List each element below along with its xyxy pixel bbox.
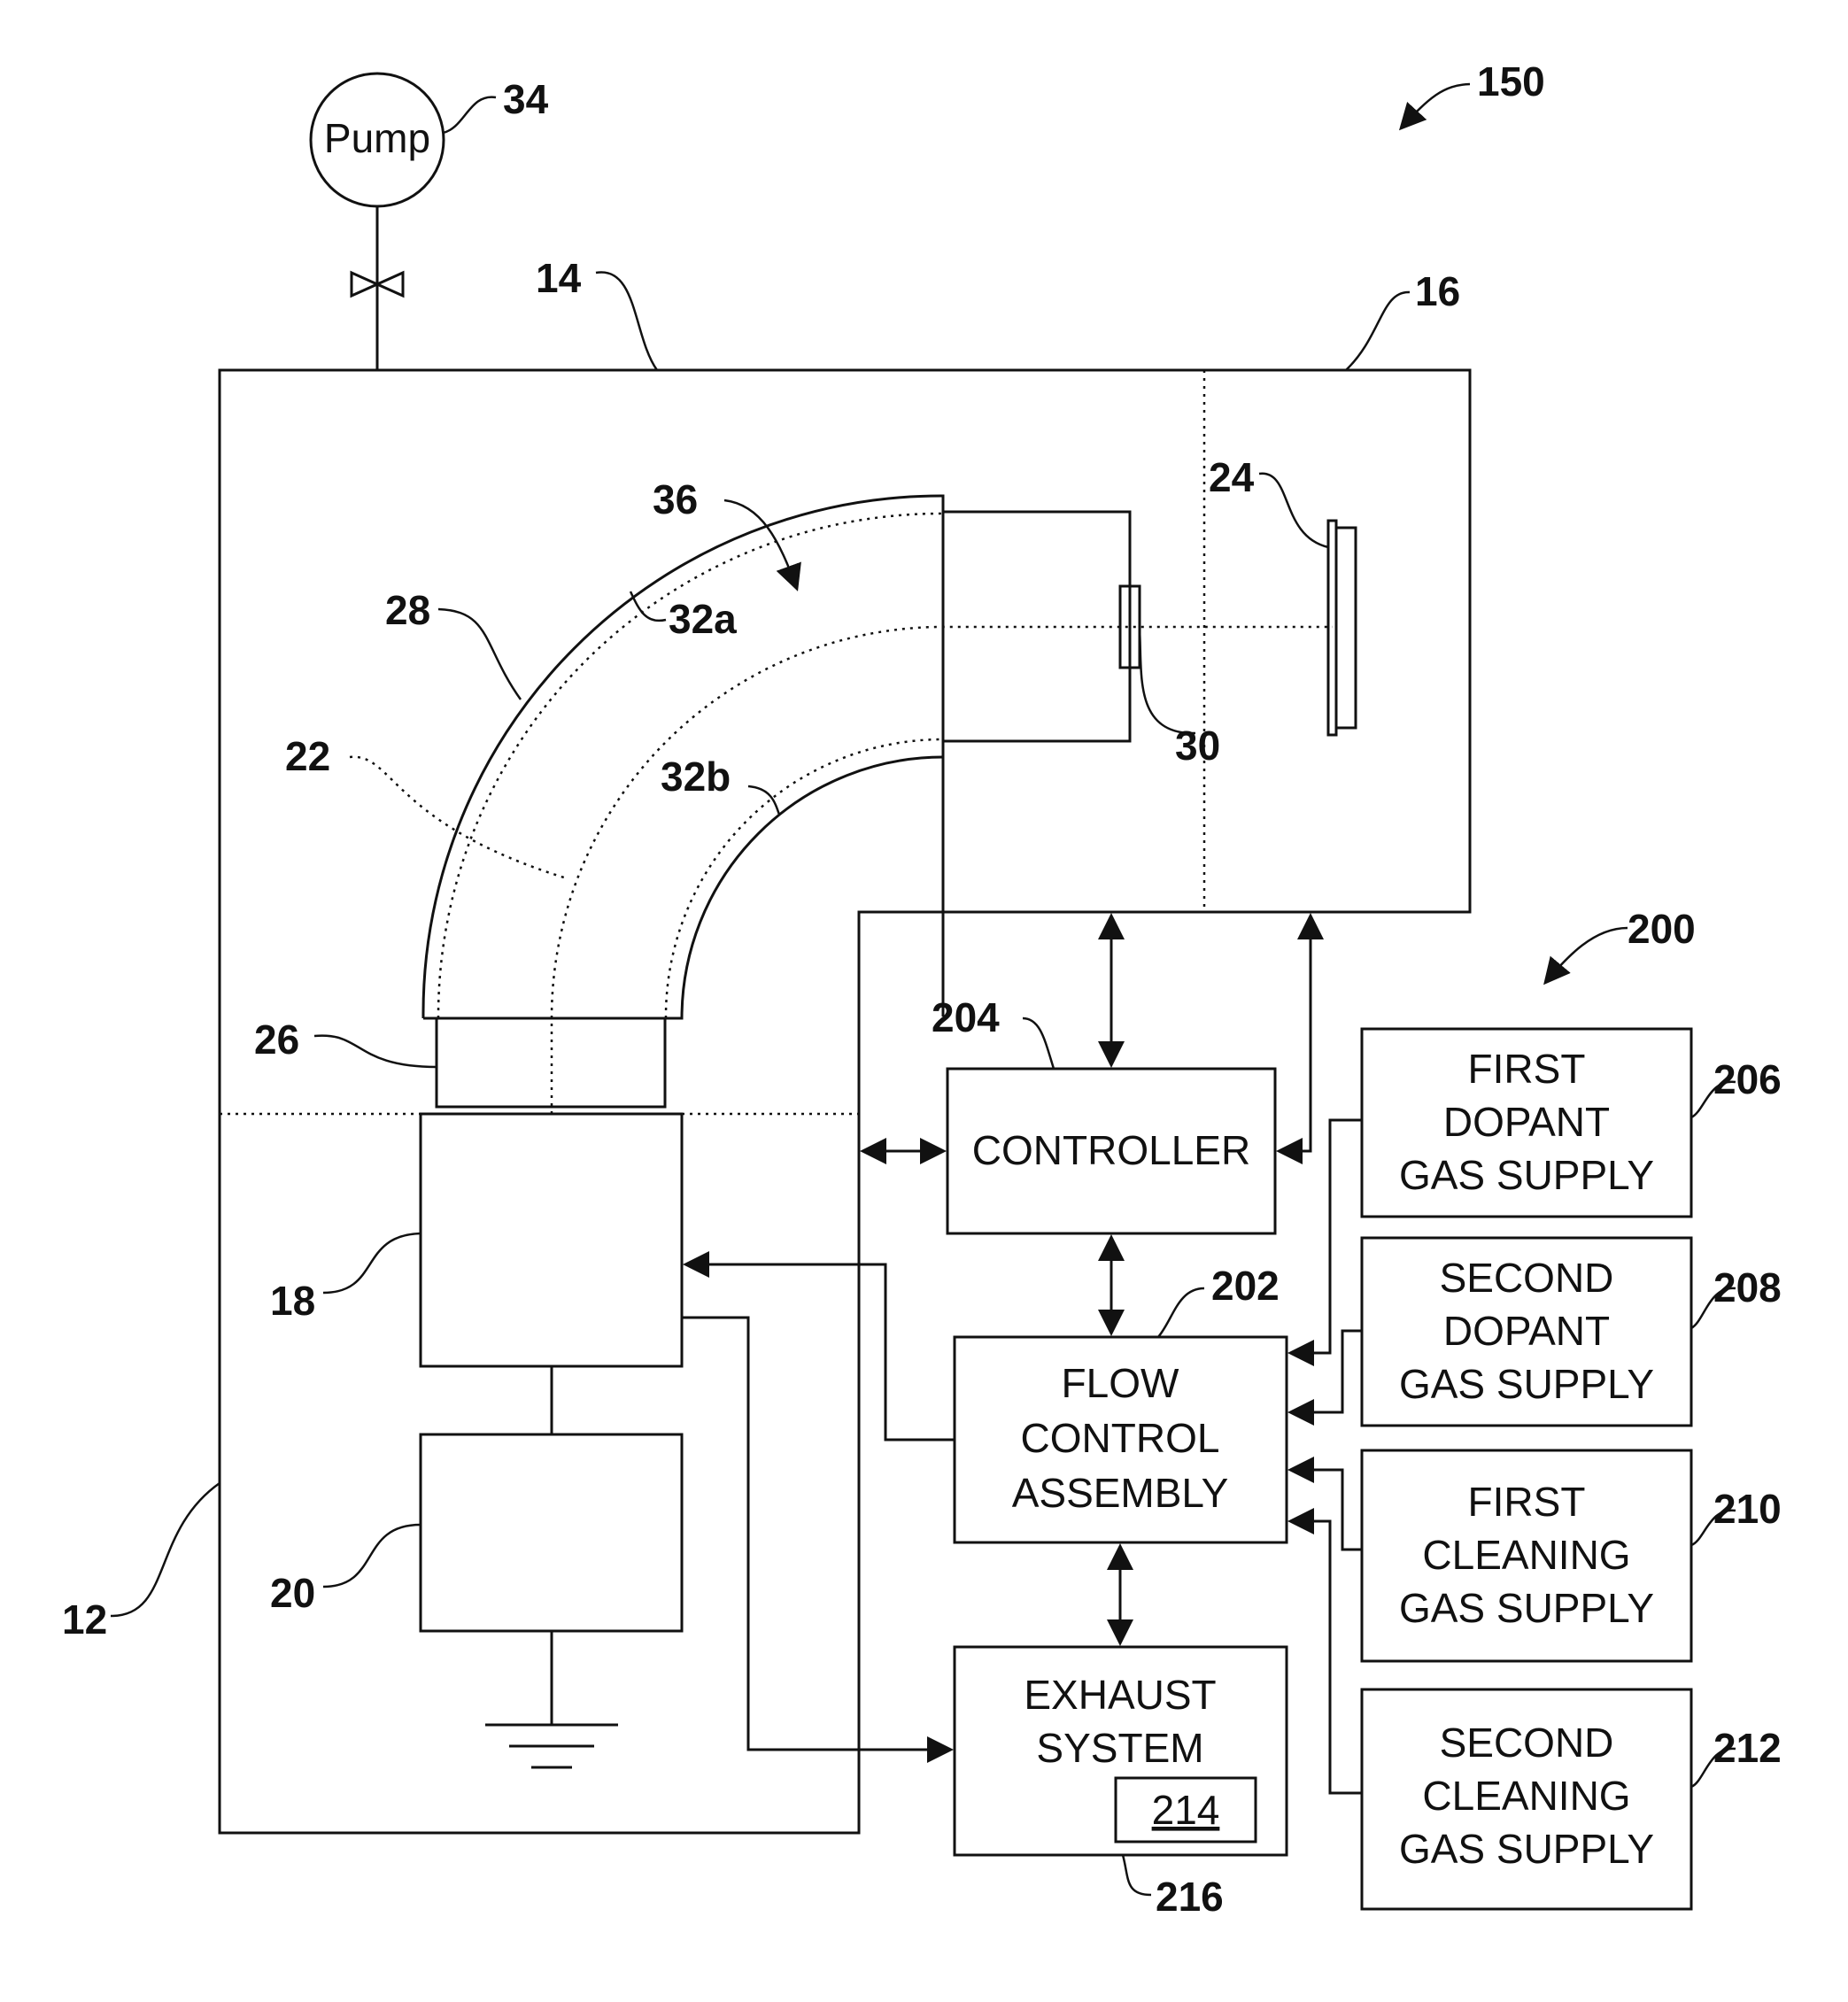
ref-22: 22 xyxy=(285,733,330,779)
ion-source-18 xyxy=(421,1114,682,1366)
gas-supply-second-dopant: SECOND DOPANT GAS SUPPLY xyxy=(1362,1238,1691,1426)
ref-200: 200 xyxy=(1628,906,1696,952)
gas-supply-first-dopant: FIRST DOPANT GAS SUPPLY xyxy=(1362,1029,1691,1217)
ground-icon xyxy=(485,1725,618,1767)
arrow-supply-1 xyxy=(1290,1120,1362,1353)
flow-control-line-1: FLOW xyxy=(1062,1360,1179,1406)
ref-30: 30 xyxy=(1175,723,1220,769)
ref-216: 216 xyxy=(1156,1874,1224,1920)
supply-1-line-3: GAS SUPPLY xyxy=(1399,1152,1654,1198)
leader-202 xyxy=(1158,1288,1204,1337)
leader-36 xyxy=(724,500,797,589)
leader-22 xyxy=(350,757,567,878)
leader-24 xyxy=(1259,474,1328,547)
supply-4-line-1: SECOND xyxy=(1440,1720,1614,1766)
supply-1-line-1: FIRST xyxy=(1468,1046,1586,1092)
leader-18 xyxy=(323,1233,421,1293)
leader-216 xyxy=(1123,1855,1151,1895)
ref-150: 150 xyxy=(1477,58,1545,104)
leader-34 xyxy=(443,97,496,133)
ref-212: 212 xyxy=(1713,1725,1782,1771)
flow-control-line-3: ASSEMBLY xyxy=(1012,1470,1229,1516)
ref-18: 18 xyxy=(270,1278,315,1324)
reference-numerals: 150 34 14 16 36 24 28 32a 22 32b 30 200 … xyxy=(62,58,1782,1920)
leader-26 xyxy=(314,1036,437,1067)
connections xyxy=(682,916,1362,1793)
leader-204 xyxy=(1023,1018,1054,1069)
arrow-controller-endstation xyxy=(1279,916,1311,1151)
ref-32a: 32a xyxy=(669,596,737,642)
controller-label: CONTROLLER xyxy=(972,1127,1250,1173)
leader-150 xyxy=(1401,84,1470,128)
power-supply-20 xyxy=(421,1434,682,1631)
exhaust-inner-ref: 214 xyxy=(1152,1787,1220,1833)
exhaust-line-2: SYSTEM xyxy=(1036,1725,1203,1771)
leader-14 xyxy=(596,272,657,370)
ref-16: 16 xyxy=(1415,268,1460,314)
supply-2-line-2: DOPANT xyxy=(1443,1308,1610,1354)
ref-210: 210 xyxy=(1713,1486,1782,1532)
supply-2-line-1: SECOND xyxy=(1440,1255,1614,1301)
ref-20: 20 xyxy=(270,1570,315,1616)
ref-202: 202 xyxy=(1211,1263,1280,1309)
leader-12 xyxy=(111,1483,220,1616)
ref-206: 206 xyxy=(1713,1056,1782,1102)
arrow-supply-3 xyxy=(1290,1470,1362,1550)
flow-control-line-2: CONTROL xyxy=(1021,1415,1220,1461)
ref-12: 12 xyxy=(62,1596,107,1643)
supply-2-line-3: GAS SUPPLY xyxy=(1399,1361,1654,1407)
ref-26: 26 xyxy=(254,1016,299,1063)
ref-32b: 32b xyxy=(661,754,731,800)
pump: Pump xyxy=(311,73,444,370)
ref-36: 36 xyxy=(653,476,698,522)
gas-supply-first-cleaning: FIRST CLEANING GAS SUPPLY xyxy=(1362,1450,1691,1661)
leader-200 xyxy=(1545,928,1628,983)
ref-208: 208 xyxy=(1713,1264,1782,1310)
leader-20 xyxy=(323,1525,421,1587)
gas-supply-second-cleaning: SECOND CLEANING GAS SUPPLY xyxy=(1362,1689,1691,1909)
leader-16 xyxy=(1346,292,1410,370)
leader-30 xyxy=(1140,630,1195,733)
supply-4-line-2: CLEANING xyxy=(1422,1773,1630,1819)
ref-34: 34 xyxy=(503,76,549,122)
leader-28 xyxy=(438,609,521,700)
supply-4-line-3: GAS SUPPLY xyxy=(1399,1826,1654,1872)
supply-3-line-1: FIRST xyxy=(1468,1479,1586,1525)
pump-label: Pump xyxy=(324,115,430,161)
ref-24: 24 xyxy=(1209,454,1255,500)
supply-3-line-2: CLEANING xyxy=(1422,1532,1630,1578)
arrow-source-exhaust xyxy=(682,1318,951,1750)
arrow-supply-4 xyxy=(1290,1521,1362,1793)
exhaust-line-1: EXHAUST xyxy=(1024,1672,1216,1718)
ref-14: 14 xyxy=(536,255,582,301)
arrow-flow-source xyxy=(685,1264,955,1440)
supply-1-line-2: DOPANT xyxy=(1443,1099,1610,1145)
analyzer-magnet xyxy=(423,496,1333,1114)
supply-3-line-3: GAS SUPPLY xyxy=(1399,1585,1654,1631)
ref-28: 28 xyxy=(385,587,430,633)
arrow-supply-2 xyxy=(1290,1331,1362,1412)
wafer-24 xyxy=(1336,528,1356,728)
leader-32b xyxy=(748,786,779,815)
ref-204: 204 xyxy=(932,994,1000,1040)
